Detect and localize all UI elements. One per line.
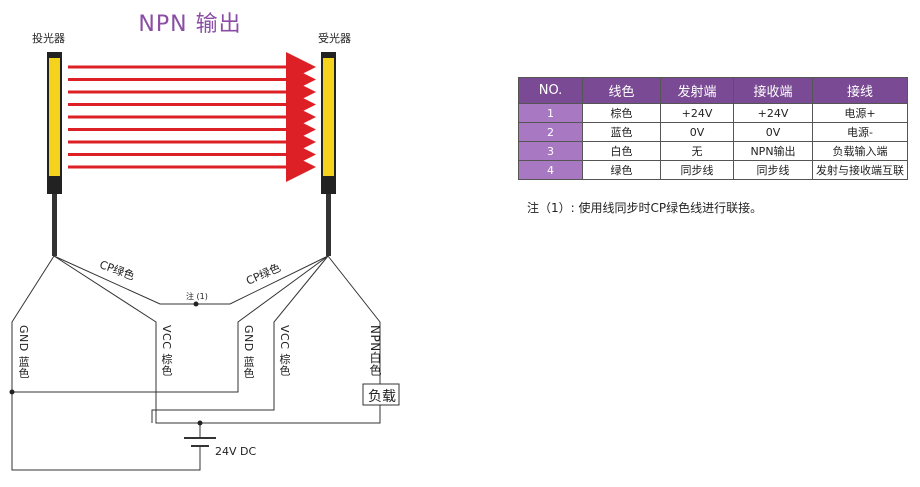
- header-color: 线色: [582, 77, 661, 104]
- vcc-label-receiver: VCC 棕色: [278, 325, 291, 377]
- gnd-label-emitter: GND 蓝色: [17, 325, 30, 379]
- note-junction: [193, 301, 199, 307]
- table-header-row: NO. 线色 发射端 接收端 接线: [518, 77, 908, 104]
- table-row: 2 蓝色 0V 0V 电源-: [518, 122, 908, 142]
- note-marker: 注 (1): [186, 292, 208, 301]
- receiver-sensor: [321, 52, 336, 256]
- cell-color: 棕色: [582, 103, 661, 123]
- cell-receiver: NPN输出: [733, 141, 813, 161]
- wires: [11, 255, 381, 471]
- diagram-title: NPN 输出: [138, 12, 242, 37]
- light-beams: [68, 52, 316, 182]
- cell-wiring: 发射与接收端互联: [812, 160, 908, 180]
- gnd-wire-emitter: [11, 255, 201, 471]
- cell-wiring: 电源-: [812, 122, 908, 142]
- header-no: NO.: [518, 77, 583, 104]
- cell-emitter: 无: [660, 141, 734, 161]
- table-row: 3 白色 无 NPN输出 负载输入端: [518, 141, 908, 161]
- header-emitter: 发射端: [660, 77, 734, 104]
- cell-color: 绿色: [582, 160, 661, 180]
- cell-receiver: 0V: [733, 122, 813, 142]
- header-receiver: 接收端: [733, 77, 813, 104]
- cell-no: 3: [518, 141, 583, 161]
- cell-no: 1: [518, 103, 583, 123]
- cell-no: 2: [518, 122, 583, 142]
- vcc-junction: [197, 420, 203, 426]
- table-row: 1 棕色 +24V +24V 电源+: [518, 103, 908, 123]
- footnote: 注（1）: 使用线同步时CP绿色线进行联接。: [527, 201, 763, 215]
- cell-no: 4: [518, 160, 583, 180]
- vcc-label-emitter: VCC 棕色: [160, 325, 173, 377]
- gnd-junction: [9, 389, 15, 395]
- cell-emitter: 同步线: [660, 160, 734, 180]
- vcc-wire-emitter: [53, 255, 381, 424]
- npn-label: NPN白色: [368, 325, 382, 377]
- load-box: [362, 383, 400, 406]
- cell-color: 白色: [582, 141, 661, 161]
- supply-label: 24V DC: [215, 445, 257, 458]
- cell-receiver: +24V: [733, 103, 813, 123]
- cell-receiver: 同步线: [733, 160, 813, 180]
- load-label: 负载: [368, 389, 396, 405]
- header-wiring: 接线: [812, 77, 908, 104]
- receiver-label: 受光器: [318, 32, 351, 45]
- npn-wire: [327, 255, 381, 384]
- emitter-label: 投光器: [32, 32, 65, 45]
- gnd-wire-receiver: [12, 255, 329, 393]
- wiring-diagram: [9, 52, 400, 471]
- vcc-wire-receiver: [151, 255, 329, 423]
- cell-emitter: +24V: [660, 103, 734, 123]
- cell-wiring: 负载输入端: [812, 141, 908, 161]
- emitter-sensor: [47, 52, 62, 256]
- gnd-label-receiver: GND 蓝色: [242, 325, 255, 379]
- wiring-table: NO. 线色 发射端 接收端 接线 1 棕色 +24V +24V 电源+ 2 蓝…: [518, 77, 908, 180]
- cell-emitter: 0V: [660, 122, 734, 142]
- cell-wiring: 电源+: [812, 103, 908, 123]
- table-row: 4 绿色 同步线 同步线 发射与接收端互联: [518, 160, 908, 180]
- cell-color: 蓝色: [582, 122, 661, 142]
